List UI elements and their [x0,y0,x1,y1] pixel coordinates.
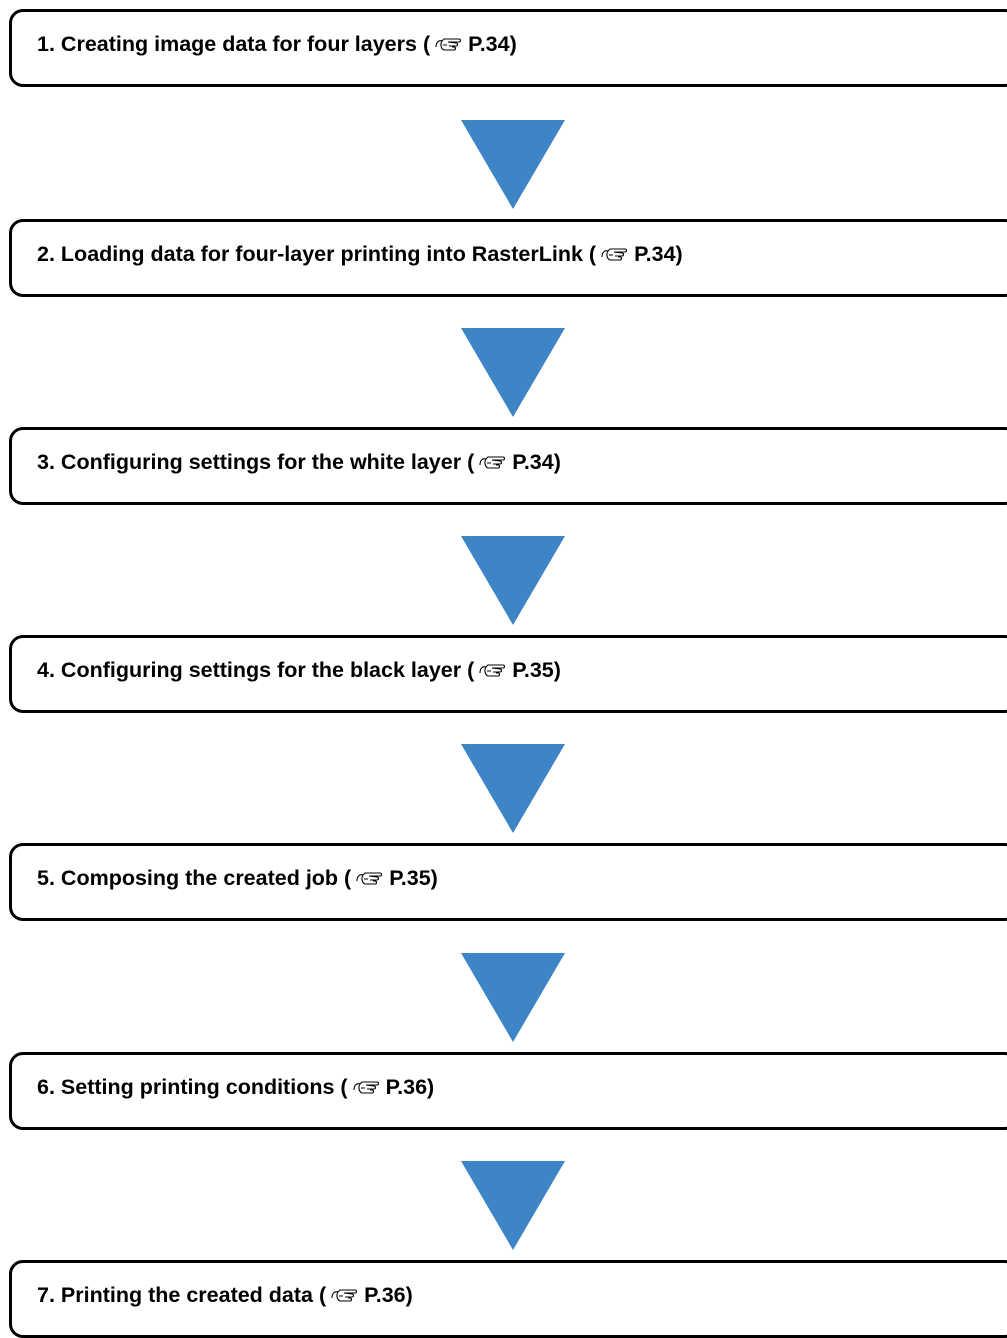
step-4-number: 4. [37,658,55,682]
step-2-label: Loading data for four-layer printing int… [60,242,583,266]
step-3-text[interactable]: 3. Configuring settings for the white la… [37,450,561,475]
step-7-text[interactable]: 7. Printing the created data ( P.36) [37,1283,413,1308]
step-1-box: 1. Creating image data for four layers (… [9,9,1007,87]
step-3-box: 3. Configuring settings for the white la… [9,427,1007,505]
step-4-text[interactable]: 4. Configuring settings for the black la… [37,658,561,683]
flow-arrow-6 [461,1161,565,1250]
step-3-page-ref: P.34) [512,450,561,474]
step-1-text[interactable]: 1. Creating image data for four layers (… [37,32,517,57]
pointing-hand-icon [331,1288,358,1302]
step-6-label: Setting printing conditions [60,1075,335,1099]
pointing-hand-icon [479,663,506,677]
step-2-number: 2. [37,242,55,266]
step-5-paren: ( [344,866,352,890]
step-7-box: 7. Printing the created data ( P.36) [9,1260,1007,1338]
step-4-page-ref: P.35) [512,658,561,682]
step-1-number: 1. [37,32,55,56]
step-2-text[interactable]: 2. Loading data for four-layer printing … [37,242,683,267]
step-4-label: Configuring settings for the black layer [60,658,462,682]
step-7-paren: ( [319,1283,327,1307]
step-3-number: 3. [37,450,55,474]
flow-arrow-1 [461,120,565,209]
step-1-paren: ( [422,32,431,56]
step-5-label: Composing the created job [60,866,339,890]
step-1-page-ref: P.34) [468,32,517,56]
pointing-hand-icon [479,455,506,469]
step-1-label: Creating image data for four layers [60,32,417,56]
pointing-hand-icon [353,1080,379,1094]
step-6-text[interactable]: 6. Setting printing conditions ( P.36) [37,1075,434,1100]
pointing-hand-icon [435,37,462,51]
step-2-paren: ( [588,242,597,266]
step-3-label: Configuring settings for the white layer [60,450,462,474]
step-5-page-ref: P.35) [389,866,438,890]
step-7-number: 7. [37,1283,55,1307]
step-2-box: 2. Loading data for four-layer printing … [9,219,1007,297]
step-4-paren: ( [467,658,475,682]
step-5-number: 5. [37,866,55,890]
flow-arrow-5 [461,953,565,1042]
step-5-text[interactable]: 5. Composing the created job ( P.35) [37,866,438,891]
step-7-page-ref: P.36) [364,1283,413,1307]
step-6-box: 6. Setting printing conditions ( P.36) [9,1052,1007,1130]
step-7-label: Printing the created data [60,1283,314,1307]
pointing-hand-icon [356,871,383,885]
flow-arrow-3 [461,536,565,625]
step-6-page-ref: P.36) [385,1075,435,1099]
step-6-number: 6. [37,1075,55,1099]
step-2-page-ref: P.34) [634,242,683,266]
step-5-box: 5. Composing the created job ( P.35) [9,843,1007,921]
step-3-paren: ( [467,450,475,474]
step-4-box: 4. Configuring settings for the black la… [9,635,1007,713]
step-6-paren: ( [340,1075,348,1099]
pointing-hand-icon [601,247,628,261]
flow-arrow-2 [461,328,565,417]
flow-arrow-4 [461,744,565,833]
